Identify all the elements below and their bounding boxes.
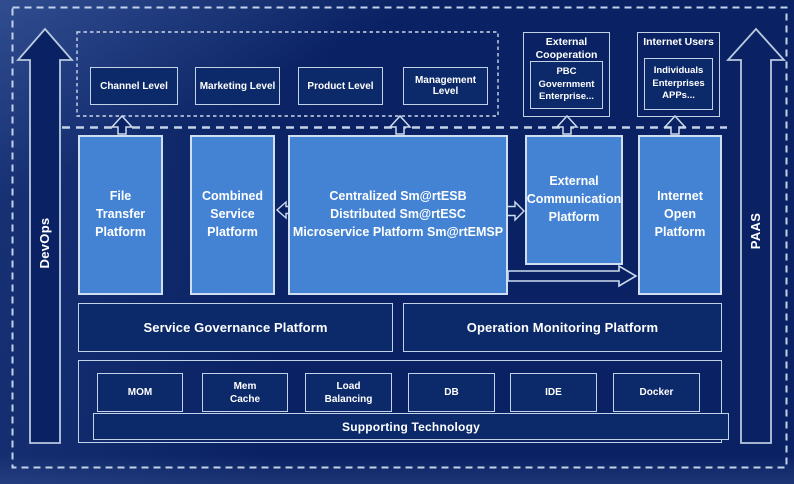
devops-up-arrow-icon xyxy=(16,27,74,444)
internet-users-title: Internet Users xyxy=(643,36,714,48)
tech-box-docker: Docker xyxy=(613,373,700,412)
service-governance-platform: Service Governance Platform xyxy=(78,303,393,352)
level-box-marketing: Marketing Level xyxy=(195,67,280,105)
outer-dashed-frame xyxy=(11,6,788,469)
external-cooperation-group: External Cooperation PBC Government Ente… xyxy=(523,32,610,117)
platform-external-communication: External Communication Platform xyxy=(525,135,623,265)
tech-box-load-balancing: Load Balancing xyxy=(305,373,392,412)
external-cooperation-title: External Cooperation xyxy=(535,36,598,62)
platform-file-transfer: File Transfer Platform xyxy=(78,135,163,295)
supporting-technology-bar: Supporting Technology xyxy=(93,413,729,440)
operation-monitoring-platform: Operation Monitoring Platform xyxy=(403,303,722,352)
platform-combined-service: Combined Service Platform xyxy=(190,135,275,295)
internet-users-members-box: Individuals Enterprises APPs... xyxy=(644,58,713,110)
level-box-product: Product Level xyxy=(298,67,383,105)
right-arrow-icon-esb-to-internet-open xyxy=(507,264,638,288)
tech-box-mom: MOM xyxy=(97,373,183,412)
external-cooperation-members-box: PBC Government Enterprise... xyxy=(530,61,603,109)
tech-box-mem-cache: Mem Cache xyxy=(202,373,288,412)
paas-up-arrow-icon xyxy=(725,27,787,444)
levels-dashed-group xyxy=(76,31,499,117)
up-arrow-icon-internet-users xyxy=(663,114,687,135)
tech-box-ide: IDE xyxy=(510,373,597,412)
platform-central-esb: Centralized Sm@rtESB Distributed Sm@rtES… xyxy=(288,135,508,295)
up-arrow-icon-file-transfer xyxy=(110,114,134,135)
tech-box-db: DB xyxy=(408,373,495,412)
devops-rail-label: DevOps xyxy=(37,217,52,269)
paas-rail-label: PAAS xyxy=(748,212,763,250)
level-box-channel: Channel Level xyxy=(90,67,178,105)
platform-internet-open: Internet Open Platform xyxy=(638,135,722,295)
up-arrow-icon-external-cooperation xyxy=(555,114,579,135)
internet-users-group: Internet Users Individuals Enterprises A… xyxy=(637,32,720,117)
level-box-management: Management Level xyxy=(403,67,488,105)
up-arrow-icon-central-esb xyxy=(388,114,412,135)
right-arrow-icon-esb-to-external-comm xyxy=(506,200,525,222)
supporting-layer-container xyxy=(78,360,722,443)
